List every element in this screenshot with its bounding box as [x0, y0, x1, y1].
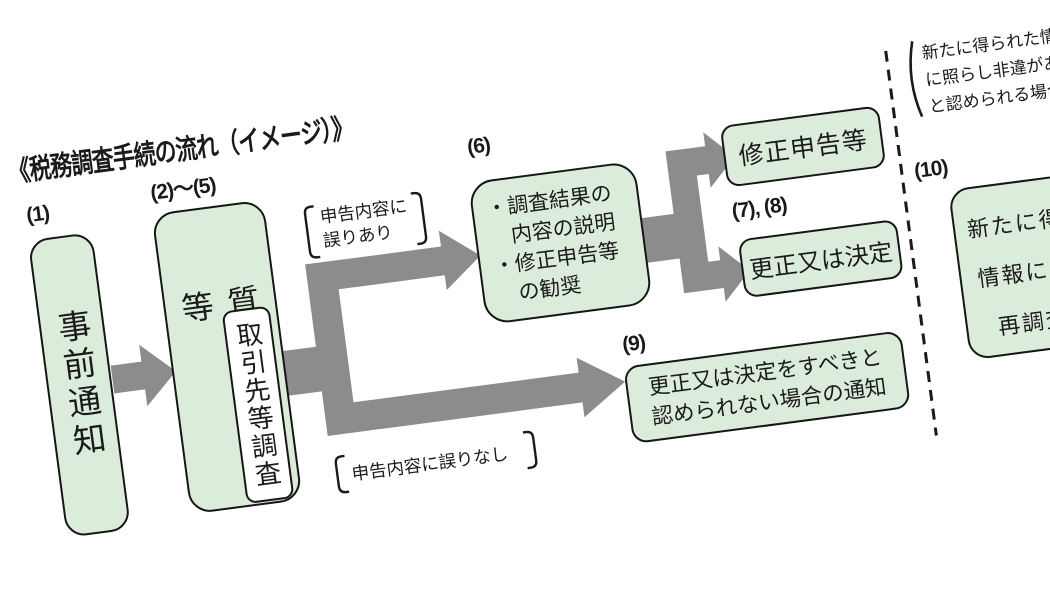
prior-notice-text: 事前通知 — [51, 307, 109, 463]
left-bracket-icon — [334, 454, 350, 494]
step-number-1: (1) — [24, 201, 51, 228]
right-bracket-icon — [522, 430, 537, 470]
box-result-explanation: ・調査結果の 内容の説明 ・修正申告等 の勧奨 — [467, 160, 654, 326]
right-bracket-icon — [410, 191, 427, 246]
step-number-9: (9) — [620, 330, 647, 357]
step-number-10: (10) — [912, 155, 949, 184]
arrow-split-result — [639, 132, 750, 302]
label-no-error: 申告内容に誤りなし — [332, 429, 539, 495]
arrow-split-questioning — [281, 230, 626, 436]
amended-return-text: 修正申告等 — [736, 126, 870, 171]
note-new-information: 新たに得られた情報 に照らし非違がある と認められる場合 — [899, 18, 1050, 123]
label-error-found: 申告内容に 誤りあり — [301, 190, 429, 261]
correction-text: 更正又は決定 — [748, 238, 895, 285]
business-partner-investigation-text: 取引先等調査 — [231, 319, 284, 491]
big-left-paren-icon — [909, 41, 924, 118]
arrow-step1-to-step2 — [110, 344, 176, 407]
step-number-6: (6) — [465, 133, 492, 160]
left-bracket-icon — [303, 205, 321, 259]
